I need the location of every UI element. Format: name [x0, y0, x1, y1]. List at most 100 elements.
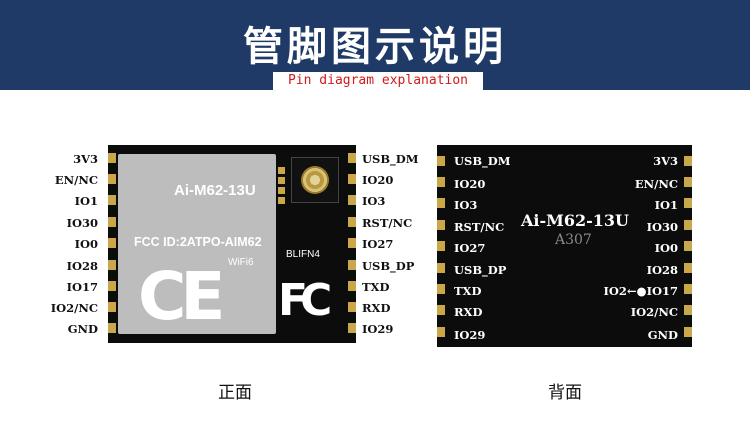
pin-pad: [684, 305, 692, 315]
pin-pad: [684, 263, 692, 273]
pin-pad: [684, 284, 692, 294]
metal-shield: Ai-M62-13U FCC ID:2ATPO-AIM62 WiFi6 CE: [118, 154, 276, 335]
pin-label: USB_DP: [362, 259, 415, 273]
pin-label: IO2/NC: [50, 301, 98, 315]
pin-pad: [108, 281, 116, 291]
pin-label: IO27: [362, 237, 394, 251]
pin-pad: [348, 174, 356, 184]
pin-label: IO3: [362, 194, 386, 208]
pin-label: IO1: [74, 194, 98, 208]
pad: [278, 167, 285, 174]
pin-label: IO0: [74, 237, 98, 251]
back-sub-code: A307: [555, 232, 592, 248]
pin-pad: [437, 156, 445, 166]
pin-pad: [108, 302, 116, 312]
pin-pad: [348, 323, 356, 333]
pin-pad: [348, 153, 356, 163]
pin-label: 3V3: [653, 154, 678, 168]
pad: [278, 197, 285, 204]
pin-label: IO20: [454, 177, 486, 191]
pin-label: IO0: [654, 241, 678, 255]
module-model: Ai-M62-13U: [174, 182, 256, 199]
pin-label: IO29: [362, 322, 394, 336]
pin-label: IO30: [66, 216, 98, 230]
right-pads: [684, 145, 692, 347]
pin-pad: [684, 177, 692, 187]
pin-pad: [684, 156, 692, 166]
pin-pad: [348, 260, 356, 270]
pin-label: TXD: [454, 284, 482, 298]
front-left-pin-labels: 3V3 EN/NC IO1 IO30 IO0 IO28 IO17 IO2/NC …: [40, 150, 98, 340]
right-pads: [348, 145, 356, 343]
pin-pad: [684, 198, 692, 208]
back-right-pin-labels: 3V3 EN/NC IO1 IO30 IO0 IO28 IO2←●IO17 IO…: [557, 154, 678, 344]
pin-pad: [348, 302, 356, 312]
pin-pad: [108, 217, 116, 227]
pin-label: IO2←●IO17: [603, 284, 678, 298]
pin-pad: [348, 195, 356, 205]
pin-pad: [437, 284, 445, 294]
pad: [278, 177, 285, 184]
ce-mark-icon: CE: [138, 258, 225, 335]
pin-label: USB_DM: [362, 152, 419, 166]
left-pads: [437, 145, 445, 347]
fc-mark-icon: FC: [278, 275, 332, 326]
pin-label: IO20: [362, 173, 394, 187]
pin-label: RST/NC: [454, 220, 505, 234]
back-model: Ai-M62-13U: [521, 211, 629, 230]
pin-label: EN/NC: [634, 177, 678, 191]
pin-pad: [348, 281, 356, 291]
pin-pad: [108, 153, 116, 163]
pin-pad: [684, 241, 692, 251]
pin-label: USB_DP: [454, 263, 507, 277]
pin-label: IO3: [454, 198, 478, 212]
pin-pad: [437, 241, 445, 251]
pin-label: USB_DM: [454, 154, 511, 168]
pin-label: EN/NC: [54, 173, 98, 187]
pin-pad: [437, 305, 445, 315]
module-front: Ai-M62-13U FCC ID:2ATPO-AIM62 WiFi6 CE B…: [108, 145, 356, 343]
header-banner: 管脚图示说明 Pin diagram explanation: [0, 0, 750, 90]
pin-pad: [108, 323, 116, 333]
pin-pad: [437, 220, 445, 230]
pin-label: TXD: [362, 280, 390, 294]
back-caption: 背面: [548, 383, 582, 403]
pin-pad: [108, 260, 116, 270]
module-back: USB_DM IO20 IO3 RST/NC IO27 USB_DP TXD R…: [437, 145, 692, 347]
pin-label: RXD: [454, 305, 483, 319]
title-chinese: 管脚图示说明: [243, 24, 507, 70]
pin-pad: [437, 198, 445, 208]
front-right-pin-labels: USB_DM IO20 IO3 RST/NC IO27 USB_DP TXD R…: [362, 150, 432, 340]
pin-pad: [348, 238, 356, 248]
pin-label: IO28: [646, 263, 678, 277]
wifi-label: WiFi6: [228, 257, 254, 268]
pin-label: RXD: [362, 301, 391, 315]
pin-pad: [108, 238, 116, 248]
pin-pad: [437, 177, 445, 187]
front-caption: 正面: [218, 383, 252, 403]
pin-label: IO27: [454, 241, 486, 255]
pin-pad: [437, 263, 445, 273]
left-pads: [108, 145, 116, 343]
pin-label: IO1: [654, 198, 678, 212]
pin-label: IO28: [66, 259, 98, 273]
pin-label: RST/NC: [362, 216, 413, 230]
pin-pad: [108, 195, 116, 205]
rf-component-pads: [278, 167, 288, 207]
pin-pad: [348, 217, 356, 227]
pin-pad: [437, 327, 445, 337]
pin-label: GND: [67, 322, 98, 336]
pin-label: IO30: [646, 220, 678, 234]
pin-label: IO17: [66, 280, 98, 294]
pad: [278, 187, 285, 194]
pin-label: IO2/NC: [630, 305, 678, 319]
pin-pad: [684, 220, 692, 230]
fcc-id: FCC ID:2ATPO-AIM62: [134, 235, 262, 249]
ipex-antenna-connector-icon: [291, 157, 339, 203]
connector-ring: [301, 166, 329, 194]
back-left-pin-labels: USB_DM IO20 IO3 RST/NC IO27 USB_DP TXD R…: [454, 154, 534, 344]
pin-pad: [108, 174, 116, 184]
title-english: Pin diagram explanation: [273, 72, 483, 90]
blifn-label: BLIFN4: [286, 249, 320, 260]
pin-label: GND: [647, 328, 678, 342]
